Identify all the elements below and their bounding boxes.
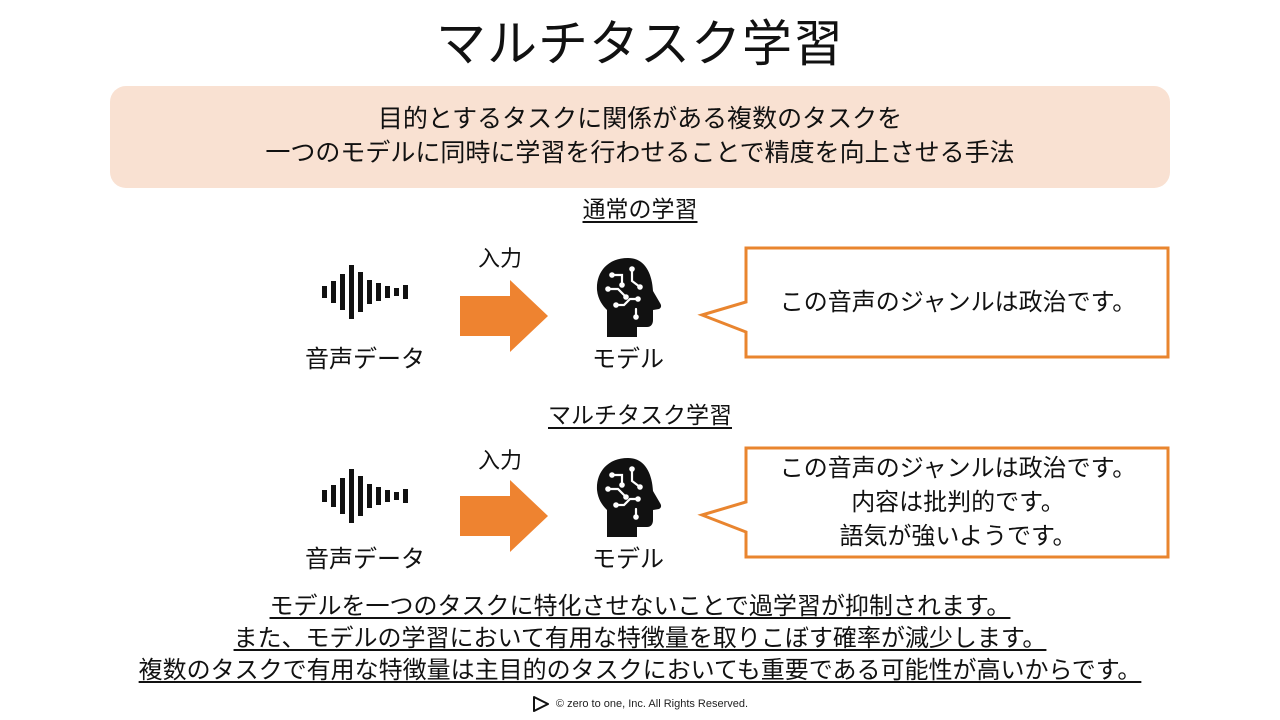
logo-play-icon	[532, 696, 549, 713]
definition-line-1: 目的とするタスクに関係がある複数のタスクを	[377, 104, 903, 133]
definition-box: 目的とするタスクに関係がある複数のタスクを 一つのモデルに同時に学習を行わせるこ…	[110, 86, 1170, 188]
summary-line-1-wrap: モデルを一つのタスクに特化させないことで過学習が抑制されます。	[0, 590, 1280, 622]
definition-line-2: 一つのモデルに同時に学習を行わせることで精度を向上させる手法	[265, 138, 1015, 167]
page-title: マルチタスク学習	[436, 15, 844, 73]
summary-line-3: 複数のタスクで有用な特徴量は主目的のタスクにおいても重要である可能性が高いからで…	[138, 656, 1142, 684]
sound-wave-icon	[322, 265, 408, 319]
summary-line-2-wrap: また、モデルの学習において有用な特徴量を取りこぼす確率が減少します。	[0, 622, 1280, 654]
multitask-heading: マルチタスク学習	[548, 403, 732, 429]
output-line: この音声のジャンルは政治です。	[779, 454, 1137, 482]
audio-data-label: 音声データ	[305, 545, 425, 573]
copyright-text: © zero to one, Inc. All Rights Reserved.	[555, 698, 749, 710]
output-line: この音声のジャンルは政治です。	[779, 288, 1137, 316]
ai-head-icon	[596, 458, 662, 537]
summary-line-2: また、モデルの学習において有用な特徴量を取りこぼす確率が減少します。	[233, 624, 1047, 652]
sound-wave-icon	[322, 469, 408, 523]
input-label: 入力	[477, 449, 522, 474]
input-label: 入力	[477, 247, 522, 272]
output-line: 語気が強いようです。	[839, 522, 1077, 550]
summary-line-1: モデルを一つのタスクに特化させないことで過学習が抑制されます。	[269, 592, 1011, 620]
footer: © zero to one, Inc. All Rights Reserved.	[0, 694, 1280, 714]
right-arrow-icon	[460, 280, 548, 352]
summary-line-3-wrap: 複数のタスクで有用な特徴量は主目的のタスクにおいても重要である可能性が高いからで…	[0, 654, 1280, 686]
output-line: 内容は批判的です。	[851, 488, 1065, 516]
multitask-output-text: この音声のジャンルは政治です。 内容は批判的です。 語気が強いようです。	[748, 446, 1168, 558]
right-arrow-icon	[460, 480, 548, 552]
speech-bubble	[697, 446, 1170, 559]
speech-bubble	[697, 246, 1170, 359]
normal-output-text: この音声のジャンルは政治です。	[748, 246, 1168, 358]
model-label: モデル	[592, 545, 664, 573]
audio-data-label: 音声データ	[305, 345, 425, 373]
normal-learning-heading: 通常の学習	[582, 197, 698, 223]
ai-head-icon	[596, 258, 662, 337]
model-label: モデル	[592, 345, 664, 373]
